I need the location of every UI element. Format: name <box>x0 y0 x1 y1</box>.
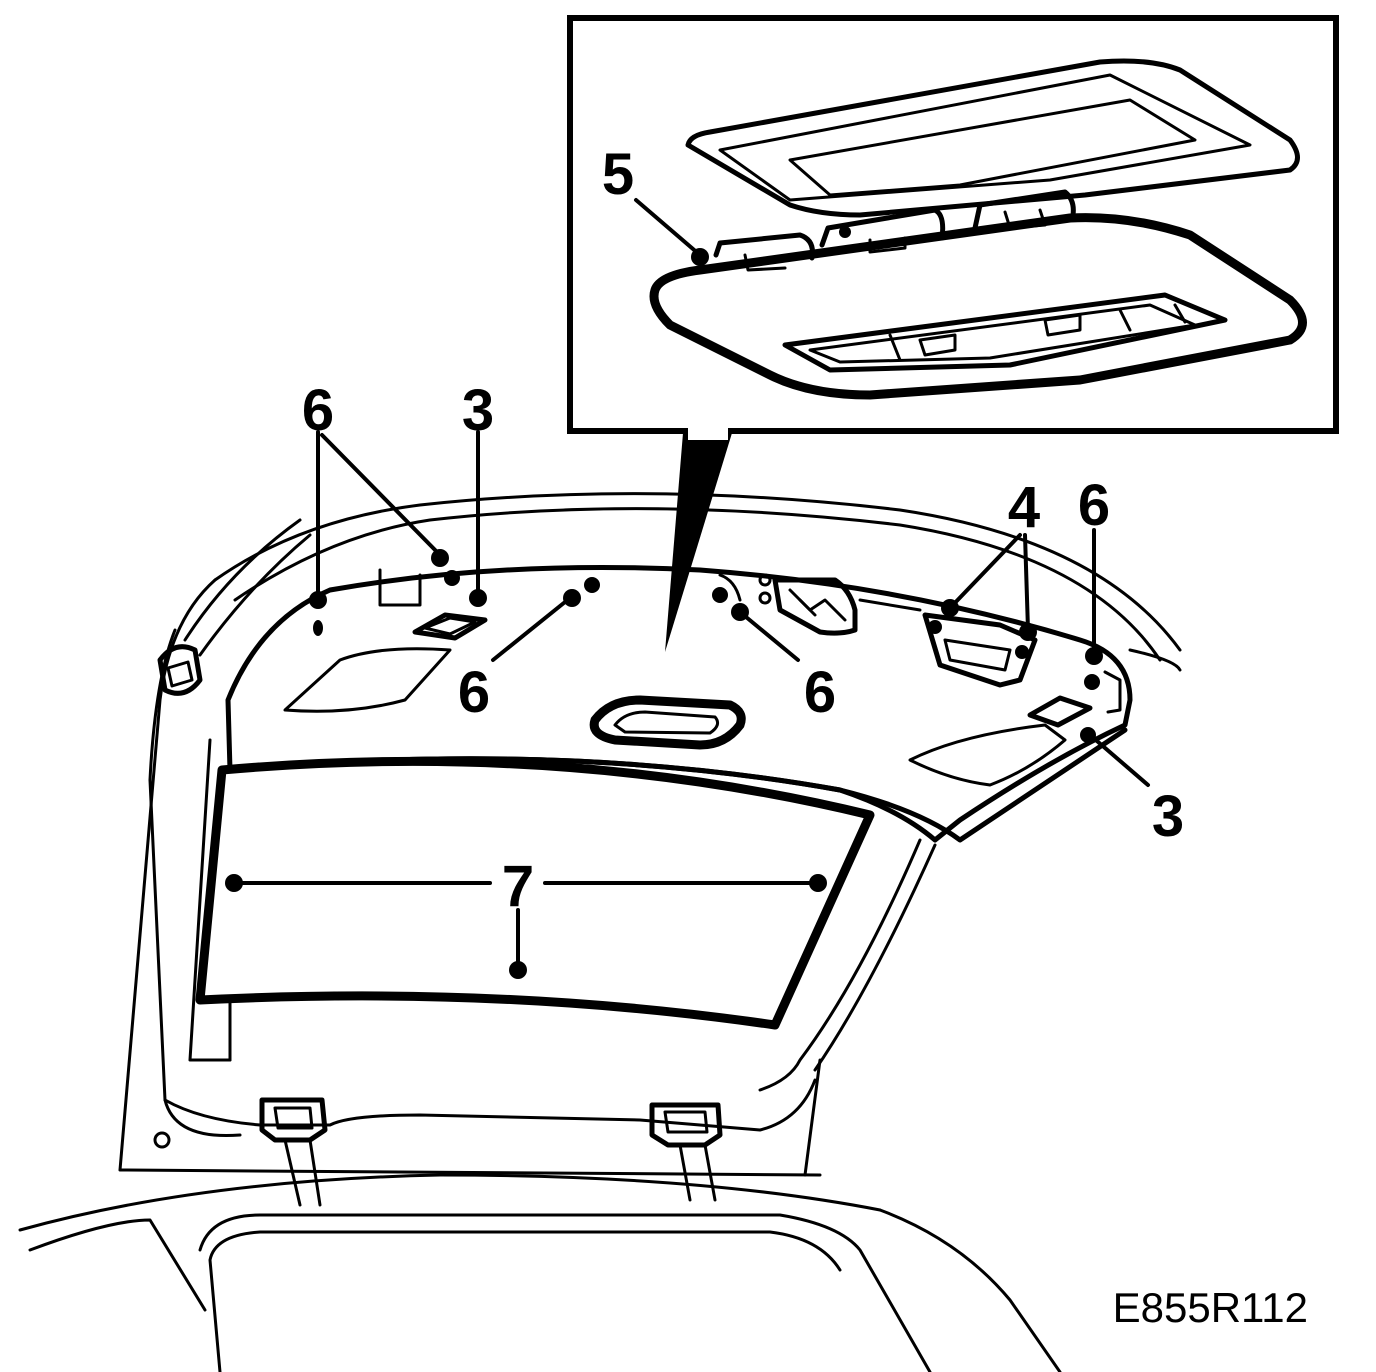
inset-pointer <box>665 433 732 652</box>
callout-3-right: 3 <box>1152 784 1184 849</box>
figure-reference-code: E855R112 <box>1113 1284 1308 1331</box>
callout-6-right: 6 <box>1078 473 1110 538</box>
callout-6-center-right: 6 <box>804 660 836 725</box>
tailgate-body <box>18 492 1182 1372</box>
callout-6-center-left: 6 <box>458 660 490 725</box>
callout-5-inset: 5 <box>602 142 634 207</box>
callout-labels: 6 3 5 6 6 4 6 3 7 <box>302 142 1184 919</box>
callout-6-top-left: 6 <box>302 378 334 443</box>
callout-3-top-left: 3 <box>462 378 494 443</box>
callout-7-window: 7 <box>502 854 534 919</box>
leader-lines <box>232 198 1150 970</box>
leader-dots <box>225 226 1103 979</box>
lamp-detail-inset <box>567 15 1339 652</box>
callout-4: 4 <box>1008 475 1040 540</box>
